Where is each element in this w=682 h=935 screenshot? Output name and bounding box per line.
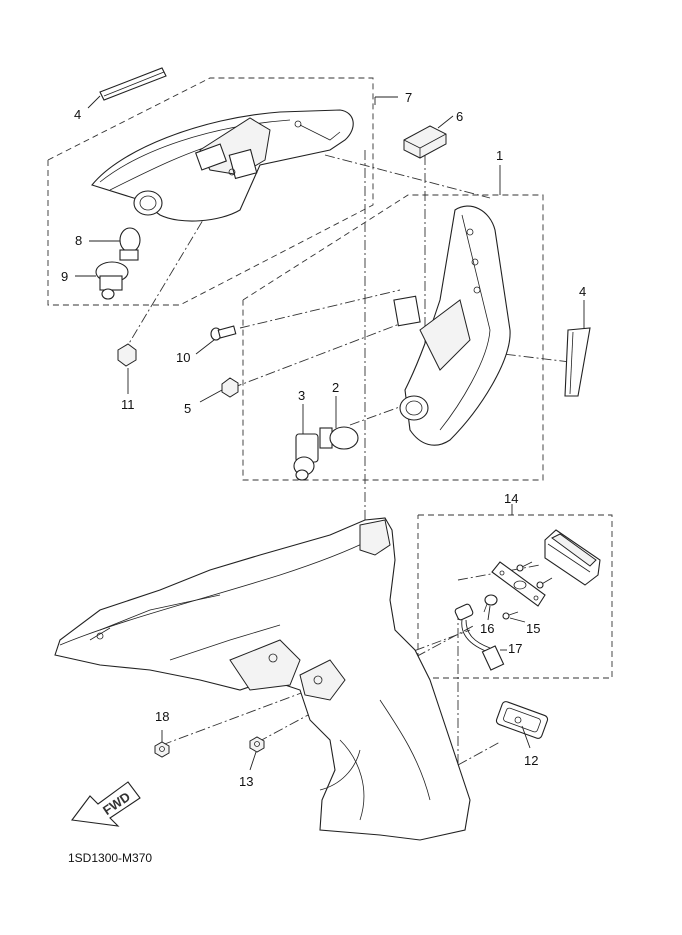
license-bracket-plate	[491, 561, 546, 607]
callout-3: 3	[298, 388, 305, 403]
callout-12: 12	[524, 753, 538, 768]
bulb-part-2	[319, 426, 359, 450]
socket-wire-part-17	[454, 603, 505, 671]
callout-9: 9	[61, 269, 68, 284]
bulb-part-16	[483, 594, 498, 613]
callout-6: 6	[456, 109, 463, 124]
group-1-box	[242, 194, 544, 481]
group-14-box	[417, 514, 613, 679]
callout-4-right: 4	[579, 284, 586, 299]
chain-line	[349, 404, 406, 426]
reflector-strip-upper	[99, 67, 167, 101]
lens-assembly	[393, 205, 511, 446]
group-7-box	[47, 77, 374, 306]
chain-line	[231, 319, 411, 389]
callout-16: 16	[480, 621, 494, 636]
chain-line	[469, 349, 571, 363]
callout-8: 8	[75, 233, 82, 248]
reflector-strip-right	[564, 327, 591, 397]
callout-10: 10	[176, 350, 190, 365]
flasher-housing	[91, 109, 354, 222]
chain-line	[127, 174, 231, 346]
callout-1: 1	[496, 148, 503, 163]
socket-part-3	[293, 433, 319, 481]
callout-13: 13	[239, 774, 253, 789]
chain-line	[457, 741, 501, 766]
nut-part-18	[154, 741, 170, 758]
callout-4-upper: 4	[74, 107, 81, 122]
nut-part-13	[249, 736, 265, 753]
rear-fender	[54, 517, 471, 841]
nut-part-5	[221, 377, 239, 398]
fwd-arrow: FWD	[70, 781, 141, 827]
callout-2: 2	[332, 380, 339, 395]
callout-14: 14	[504, 491, 518, 506]
screw-part-15	[502, 611, 519, 620]
license-lens-part-12	[495, 701, 549, 739]
socket-part-9	[95, 261, 129, 300]
nut-part-11	[117, 343, 137, 367]
leader-lines	[75, 95, 585, 771]
callout-5: 5	[184, 401, 191, 416]
bulb-part-8	[119, 227, 141, 261]
callout-11: 11	[121, 397, 135, 412]
callout-17: 17	[508, 641, 522, 656]
license-light-housing	[544, 529, 601, 586]
chain-line	[324, 154, 491, 199]
callout-18: 18	[155, 709, 169, 724]
chain-line	[239, 289, 401, 329]
screw-part-10	[210, 325, 237, 341]
diagram-code: 1SD1300-M370	[68, 851, 152, 865]
chain-line	[257, 624, 476, 743]
callout-7: 7	[405, 90, 412, 105]
callout-15: 15	[526, 621, 540, 636]
pad-part	[403, 125, 447, 159]
screw-pair	[516, 561, 553, 589]
